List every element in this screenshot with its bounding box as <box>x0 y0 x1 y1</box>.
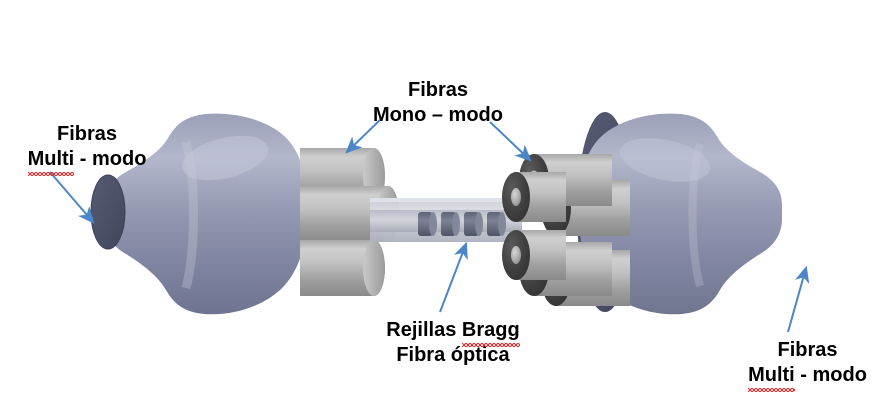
right-singlemode-fiber-bundle <box>502 154 630 306</box>
center-fiber-highlight <box>370 198 522 202</box>
label-line-1: Fibras <box>56 123 118 145</box>
left-ferrule-end-face <box>91 175 125 249</box>
left-ferrule-sheen <box>181 140 198 290</box>
bragg-gratings <box>418 212 506 236</box>
label-line-1: Fibras <box>777 339 838 361</box>
center-optical-fiber <box>370 198 522 242</box>
arrow-multimodo-right <box>787 265 810 333</box>
arrow-multimodo-left <box>49 171 95 224</box>
list-item <box>487 212 506 236</box>
arrow-bragg <box>439 241 468 313</box>
label-rejillas-bragg: Rejillas Bragg Fibra óptica <box>368 318 538 368</box>
arrow-monomodo-left <box>345 117 383 154</box>
list-item <box>418 212 437 236</box>
left-multimode-ferrule <box>90 113 308 315</box>
list-item <box>502 230 566 280</box>
list-item <box>464 212 483 236</box>
right-ferrule-highlight <box>619 138 711 182</box>
label-fibras-monomodo: Fibras Mono – modo <box>353 78 523 128</box>
list-item <box>502 172 566 222</box>
list-item <box>300 240 385 296</box>
left-ferrule-highlight <box>182 135 268 181</box>
label-fibras-multimodo-right: Fibras Multi - modo <box>730 338 885 392</box>
label-line-2: Fibra óptica <box>396 344 510 366</box>
label-fibras-multimodo-left: Fibras Multi - modo <box>12 122 162 176</box>
label-line-2: Multi - modo <box>12 147 162 176</box>
misspelled-word: Bragg <box>461 319 520 347</box>
label-line-2-rest: - modo <box>74 148 147 170</box>
misspelled-word: Multi <box>27 148 75 176</box>
right-ferrule-sheen <box>688 142 704 288</box>
label-line-2-rest: - modo <box>794 364 867 386</box>
label-line-2: Multi - modo <box>730 363 885 392</box>
label-line-1-word-1: Rejillas <box>386 319 457 341</box>
label-line-1: Rejillas Bragg <box>368 318 538 347</box>
list-item <box>441 212 460 236</box>
label-line-1: Fibras <box>407 79 469 101</box>
misspelled-word: Multi <box>748 364 795 392</box>
label-line-2: Mono – modo <box>373 104 503 126</box>
arrow-monomodo-right <box>489 121 532 162</box>
